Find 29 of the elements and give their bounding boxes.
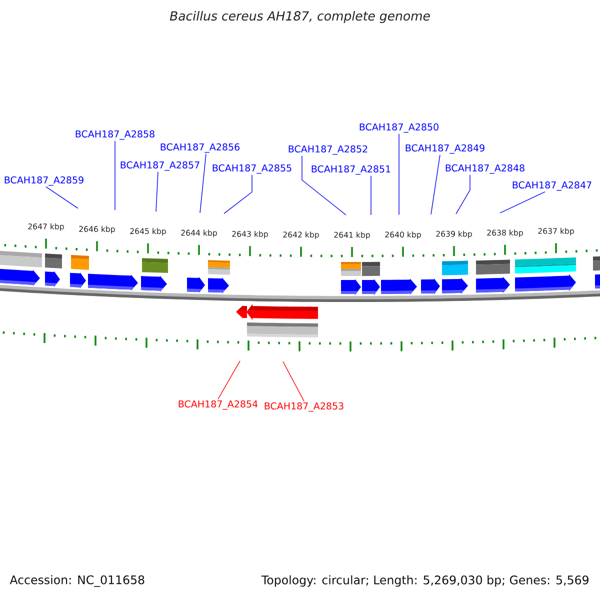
gene-label: BCAH187_A2853 (264, 402, 344, 412)
leader-line (200, 154, 206, 214)
title: Bacillus cereus AH187, complete genome (170, 10, 430, 24)
leader-line (302, 156, 346, 216)
gene-label: BCAH187_A2855 (212, 164, 292, 174)
leader-line (456, 174, 470, 214)
gene-label: BCAH187_A2852 (288, 145, 368, 155)
leader-line (218, 360, 240, 400)
gene-label: BCAH187_A2859 (4, 176, 84, 186)
leader-line (500, 192, 546, 214)
leader-line (430, 154, 440, 215)
gene-label: BCAH187_A2857 (120, 161, 200, 171)
gene-label: BCAH187_A2850 (360, 123, 438, 133)
leader-line (370, 176, 372, 216)
gene-label: BCAH187_A2854 (178, 400, 258, 410)
leader-line (224, 174, 252, 214)
leader-line (282, 361, 304, 402)
gene-label: BCAH187_A2848 (446, 164, 524, 174)
gene-label: BCAH187_A2849 (406, 144, 484, 154)
leader-line (114, 140, 116, 210)
gene-label: BCAH187_A2856 (160, 143, 240, 153)
gene-label: BCAH187_A2858 (76, 130, 154, 140)
genome-summary: Topology: circular; Length: 5,269,030 bp; Genes: 5,569 (261, 575, 588, 587)
leader-line (398, 134, 400, 216)
leader-line (156, 172, 158, 212)
gene-label: BCAH187_A2851 (312, 165, 390, 175)
accession-label: Accession: NC_011658 (10, 575, 144, 587)
leader-line (46, 186, 78, 209)
gene-label: BCAH187_A2847 (512, 181, 592, 191)
